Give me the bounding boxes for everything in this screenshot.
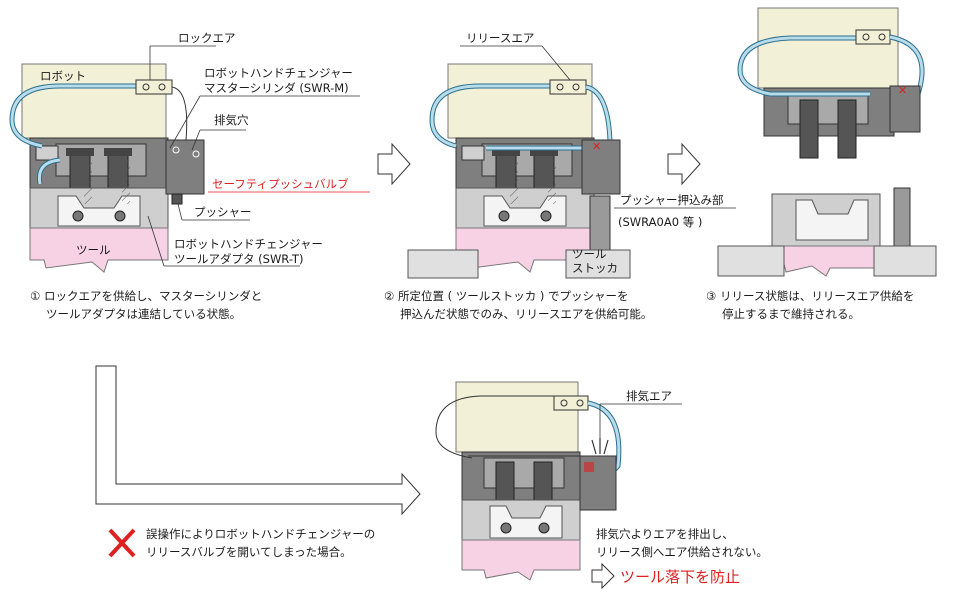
label-tool-stocker-line2: ストッカ (572, 261, 618, 275)
label-adapter-line2: ツールアダプタ (SWR-T) (174, 252, 303, 266)
caption-5-line2: リリース側へエア供給されない。 (596, 545, 768, 559)
caption-1-line2: ツールアダプタは連結している状態。 (46, 307, 241, 321)
caption-2-line2: 押込んだ状態でのみ、リリースエアを供給可能。 (400, 307, 652, 321)
caption-5-line1: 排気穴よりエアを排出し、 (596, 527, 734, 541)
svg-text:✕: ✕ (592, 140, 601, 153)
caption-1-line1: ① ロックエアを供給し、マスターシリンダと (30, 289, 262, 303)
arrow-2-to-3 (667, 142, 701, 186)
caption-3-line1: ③ リリース状態は、リリースエア供給を (706, 289, 914, 303)
exhaust-arrows-icon (591, 438, 609, 455)
label-exhaust-hole: 排気穴 (214, 113, 249, 127)
panel-2-release-supply: ✕ (407, 63, 631, 279)
caption-2-line1: ② 所定位置 ( ツールストッカ ) でプッシャーを (384, 289, 629, 303)
label-master-line1: ロボットハンドチェンジャー (204, 66, 353, 80)
result-arrow-icon (591, 562, 615, 590)
label-adapter-line1: ロボットハンドチェンジャー (174, 237, 323, 251)
caption-4-line2: リリースバルブを開いてしまった場合。 (146, 545, 352, 559)
label-lock-air: ロックエア (178, 31, 236, 45)
label-tool-stocker-line1: ツール (572, 247, 607, 261)
label-tool: ツール (76, 243, 111, 257)
panel-4-misoperation (435, 381, 622, 581)
arrow-1-to-2 (377, 142, 411, 186)
panel-1-locked (9, 63, 205, 273)
arrow-misoperation (95, 365, 421, 516)
label-pusher-push-line2: (SWRA0A0 等 ) (618, 215, 702, 229)
label-pusher-push-line1: プッシャー押込み部 (620, 193, 724, 207)
label-release-air: リリースエア (466, 31, 534, 45)
result-text: ツール落下を防止 (620, 568, 740, 586)
label-exhaust-air: 排気エア (626, 389, 672, 403)
panel-3-released: ✕ (717, 7, 937, 277)
svg-text:✕: ✕ (898, 84, 907, 97)
label-safety-valve: セーフティプッシュバルブ (212, 177, 349, 191)
red-x-icon (108, 528, 136, 558)
label-master-line2: マスターシリンダ (SWR-M) (204, 81, 349, 95)
label-robot: ロボット (40, 69, 86, 83)
caption-4-line1: 誤操作によりロボットハンドチェンジャーの (146, 527, 375, 541)
label-pusher: プッシャー (194, 205, 252, 219)
caption-3-line2: 停止するまで維持される。 (722, 307, 860, 321)
